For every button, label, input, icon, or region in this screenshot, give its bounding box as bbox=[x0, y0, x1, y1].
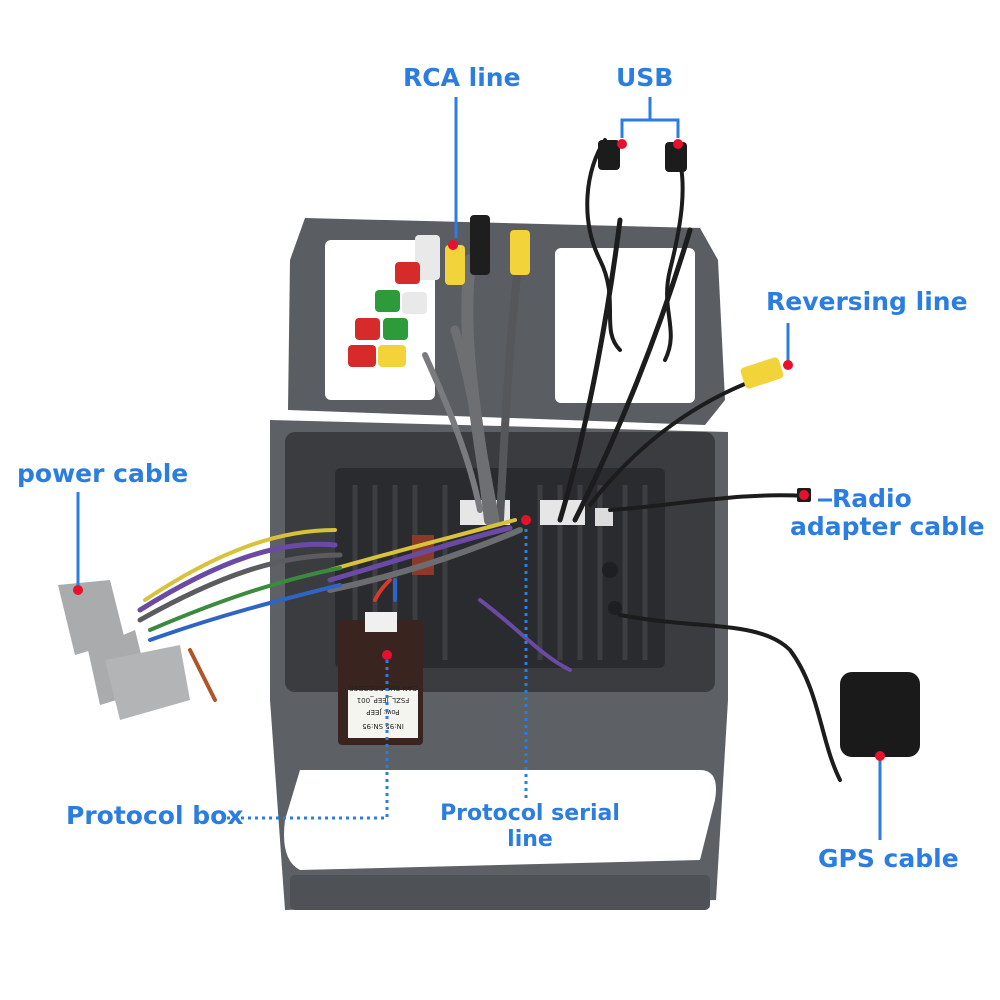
label-gps-cable: GPS cable bbox=[818, 844, 959, 873]
label-protocol-serial-line1: Protocol serial bbox=[440, 801, 620, 826]
cables bbox=[137, 138, 842, 782]
label-radio-line2: adapter cable bbox=[790, 512, 985, 541]
label-power-cable: power cable bbox=[17, 459, 189, 488]
label-protocol-box: Protocol box bbox=[66, 801, 244, 830]
label-rca-line: RCA line bbox=[403, 63, 521, 92]
label-usb: USB bbox=[616, 63, 674, 92]
connectors: CAN BUS DECODER FSZL_JEEP_001 Pow: JEEP … bbox=[58, 140, 920, 757]
label-reversing-line: Reversing line bbox=[766, 287, 968, 316]
box-sticker-line3: Pow: JEEP bbox=[366, 708, 399, 716]
box-sticker-line2: FSZL_JEEP_001 bbox=[357, 696, 410, 704]
marker-dots bbox=[73, 139, 885, 761]
label-radio-line1: Radio bbox=[832, 484, 912, 513]
callout-lines bbox=[76, 97, 882, 840]
label-protocol-serial-line2: line bbox=[507, 827, 553, 852]
box-sticker-line4: IN:95 SN:95 bbox=[362, 722, 404, 730]
box-sticker-line1: CAN BUS DECODER bbox=[349, 684, 418, 692]
